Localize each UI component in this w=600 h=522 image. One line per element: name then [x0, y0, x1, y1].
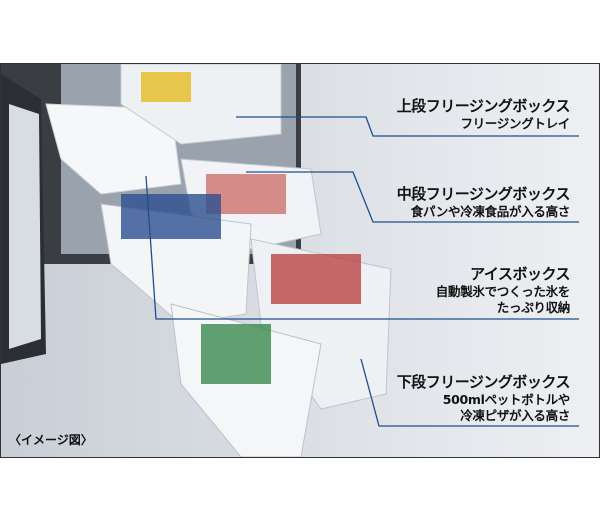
callout-desc: 食パンや冷凍食品が入る高さ [410, 204, 571, 219]
leader-line-upper [236, 116, 579, 137]
food-items [141, 72, 191, 102]
leader-line-lower [360, 358, 579, 427]
product-image-frame: 〈イメージ図〉 [0, 63, 600, 458]
callout-middle-freezing-box: 中段フリージングボックス 食パンや冷凍食品が入る高さ [396, 185, 571, 220]
callout-title: 中段フリージングボックス [396, 185, 571, 203]
callout-title: 下段フリージングボックス [396, 373, 571, 391]
leader-line-ice [145, 175, 579, 320]
callout-desc: 冷凍ピザが入る高さ [460, 408, 570, 423]
leader-line-middle [246, 171, 579, 223]
refrigerator-illustration [1, 64, 579, 457]
food-items [121, 194, 221, 239]
callout-upper-freezing-box: 上段フリージングボックス フリージングトレイ [396, 97, 571, 132]
leader-lines [145, 116, 579, 427]
callout-desc: 自動製氷でつくった氷を [435, 284, 571, 299]
callout-lower-freezing-box: 下段フリージングボックス 500mlペットボトルや 冷凍ピザが入る高さ [396, 373, 571, 424]
callout-desc: 500mlペットボトルや [442, 392, 571, 407]
callout-desc: たっぷり収納 [496, 300, 571, 315]
callout-ice-box: アイスボックス 自動製氷でつくった氷を たっぷり収納 [435, 265, 571, 316]
callout-desc: フリージングトレイ [460, 116, 570, 131]
food-items [201, 324, 271, 384]
food-items [271, 254, 361, 304]
door-inner [9, 104, 41, 349]
image-note: 〈イメージ図〉 [9, 433, 93, 447]
callout-title: アイスボックス [470, 265, 570, 283]
callout-title: 上段フリージングボックス [396, 97, 571, 115]
